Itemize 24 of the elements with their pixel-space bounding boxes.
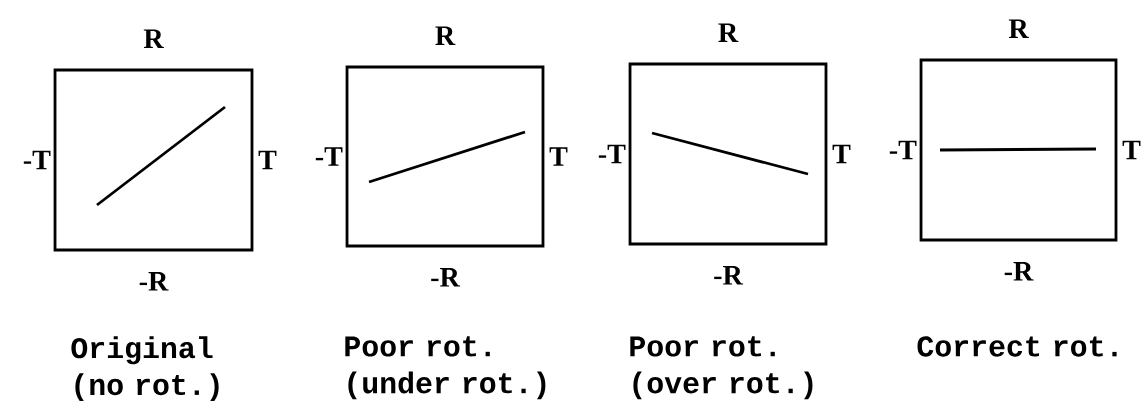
- plot-frame: [345, 65, 545, 248]
- axis-label: -T: [598, 144, 626, 164]
- axis-label: T: [1122, 140, 1141, 160]
- panel-label: Original (no rot.): [71, 336, 219, 402]
- axis-label: T: [258, 150, 277, 170]
- plot-frame: [628, 62, 828, 246]
- panel-label: Poor rot. (under rot.): [345, 336, 546, 400]
- axis-label: -T: [889, 140, 917, 160]
- axis-label: -T: [315, 147, 343, 166]
- axis-label: R: [435, 26, 456, 45]
- panel-label: Correct rot.: [917, 336, 1117, 357]
- axis-label: T: [832, 144, 851, 164]
- axis-label: -R: [139, 272, 169, 291]
- axis-label: -R: [714, 266, 744, 285]
- axis-label: R: [1008, 19, 1029, 38]
- axis-label: R: [143, 29, 164, 48]
- plot-frame: [919, 58, 1118, 242]
- plot-frame: [53, 68, 254, 252]
- axis-label: -R: [431, 268, 461, 287]
- axis-label: T: [549, 147, 568, 166]
- axis-label: R: [718, 23, 739, 42]
- axis-label: -R: [1004, 262, 1034, 281]
- panel-label: Poor rot. (over rot.): [630, 336, 813, 400]
- axis-label: -T: [23, 150, 51, 170]
